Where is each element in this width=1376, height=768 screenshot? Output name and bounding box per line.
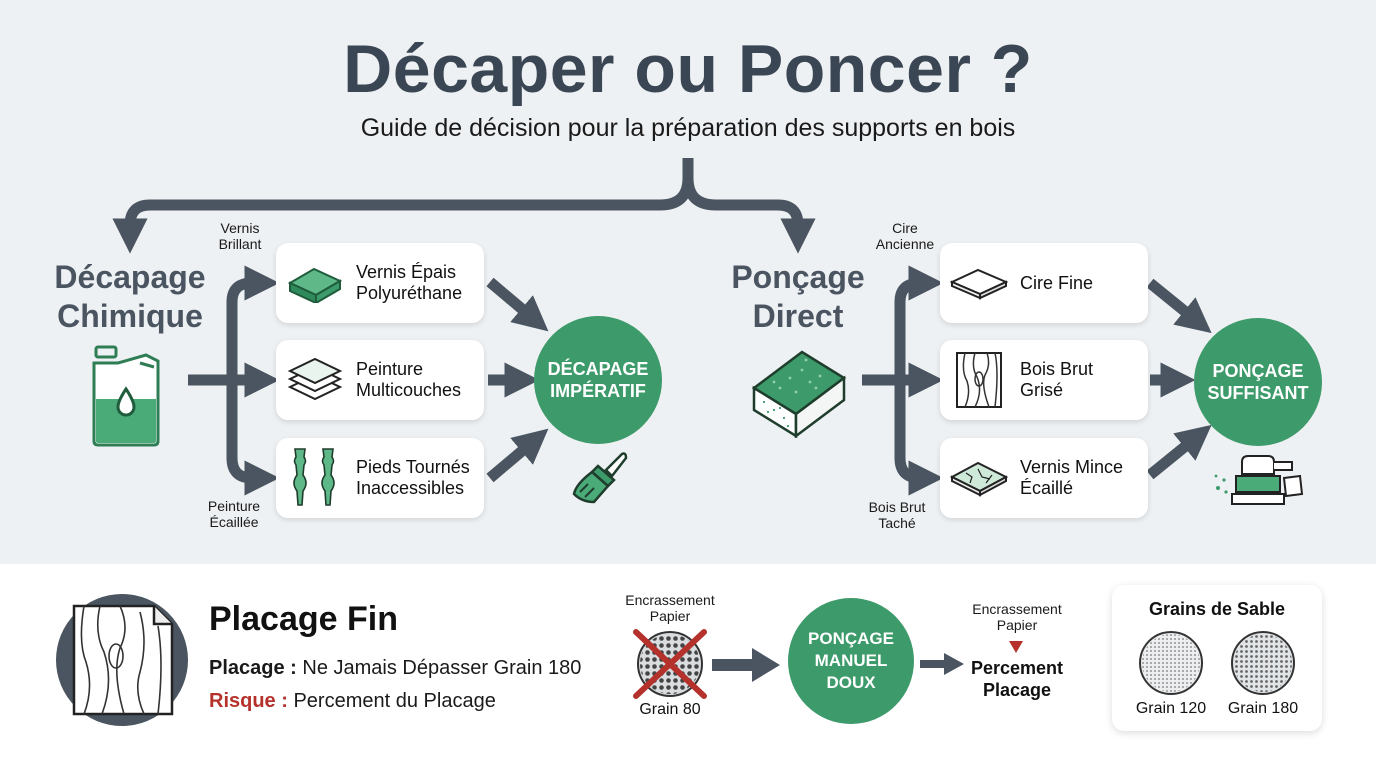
thin-wax-icon (949, 268, 1009, 300)
right-branch-title: Ponçage Direct (731, 259, 865, 334)
grain-120-label: Grain 120 (1135, 700, 1207, 717)
warning-triangle-icon (1009, 641, 1023, 653)
right-fork-top (894, 265, 944, 380)
forbidden-grain-80-icon (633, 629, 707, 699)
veneer-icon (56, 594, 188, 726)
paintbrush-icon (572, 452, 628, 504)
right-card3-arrow (1146, 424, 1212, 480)
card-bois-brut-grise: Bois Brut Grisé (940, 340, 1148, 420)
grain-180-swatch (1231, 631, 1295, 695)
jerrycan-icon (92, 345, 160, 447)
right-label-bottom: Bois Brut Taché (868, 499, 926, 531)
right-label-top: Cire Ancienne (875, 220, 935, 252)
card-cire-fine: Cire Fine (940, 243, 1148, 323)
method-poncage-manuel-doux: PONÇAGE MANUEL DOUX (788, 598, 914, 724)
grain-180-label: Grain 180 (1227, 700, 1299, 717)
left-card1-arrow (486, 277, 549, 332)
clog-label-2: Encrassement Papier (972, 601, 1062, 633)
layers-icon (287, 357, 343, 401)
placage-risk: Risque : Percement du Placage (209, 690, 496, 712)
left-fork-bottom (226, 380, 280, 496)
placage-rule: Placage : Ne Jamais Dépasser Grain 180 (209, 657, 582, 679)
grain-80-label: Grain 80 (639, 701, 701, 718)
card-pieds-tournes: Pieds Tournés Inaccessibles (276, 438, 484, 518)
arrow-to-method (712, 648, 780, 682)
wood-grain-icon (956, 352, 1002, 408)
card-vernis-mince: Vernis Mince Écaillé (940, 438, 1148, 518)
card-peinture-multicouches: Peinture Multicouches (276, 340, 484, 420)
left-card3-arrow (486, 428, 549, 483)
left-label-top: Vernis Brillant (218, 220, 262, 252)
placage-title: Placage Fin (209, 600, 398, 638)
sanding-block-icon (751, 350, 847, 438)
left-branch-title: Décapage Chimique (54, 259, 206, 334)
page-title: Décaper ou Poncer ? (343, 31, 1033, 107)
page-subtitle: Guide de décision pour la préparation de… (360, 114, 1016, 142)
turned-legs-icon (293, 448, 335, 506)
clog-label-1: Encrassement Papier (625, 592, 715, 624)
varnish-slab-icon (287, 267, 343, 303)
right-card1-arrow (1146, 278, 1212, 334)
card-vernis-epais: Vernis Épais Polyuréthane (276, 243, 484, 323)
result-percement-placage: Percement Placage (970, 658, 1064, 700)
result-decapage-imperatif: DÉCAPAGE IMPÉRATIF (534, 316, 662, 444)
brace-right (682, 177, 816, 254)
right-fork-bottom (894, 380, 944, 496)
left-fork-top (226, 265, 280, 380)
grain-120-swatch (1139, 631, 1203, 695)
grains-title: Grains de Sable (1148, 599, 1286, 619)
grains-legend: Grains de Sable Grain 120 Grain 180 (1112, 585, 1322, 731)
orbital-sander-icon (1214, 455, 1304, 505)
left-label-bottom: Peinture Écaillée (207, 498, 261, 530)
arrow-to-result (920, 653, 964, 675)
cracked-varnish-icon (949, 461, 1009, 497)
result-poncage-suffisant: PONÇAGE SUFFISANT (1194, 318, 1322, 446)
